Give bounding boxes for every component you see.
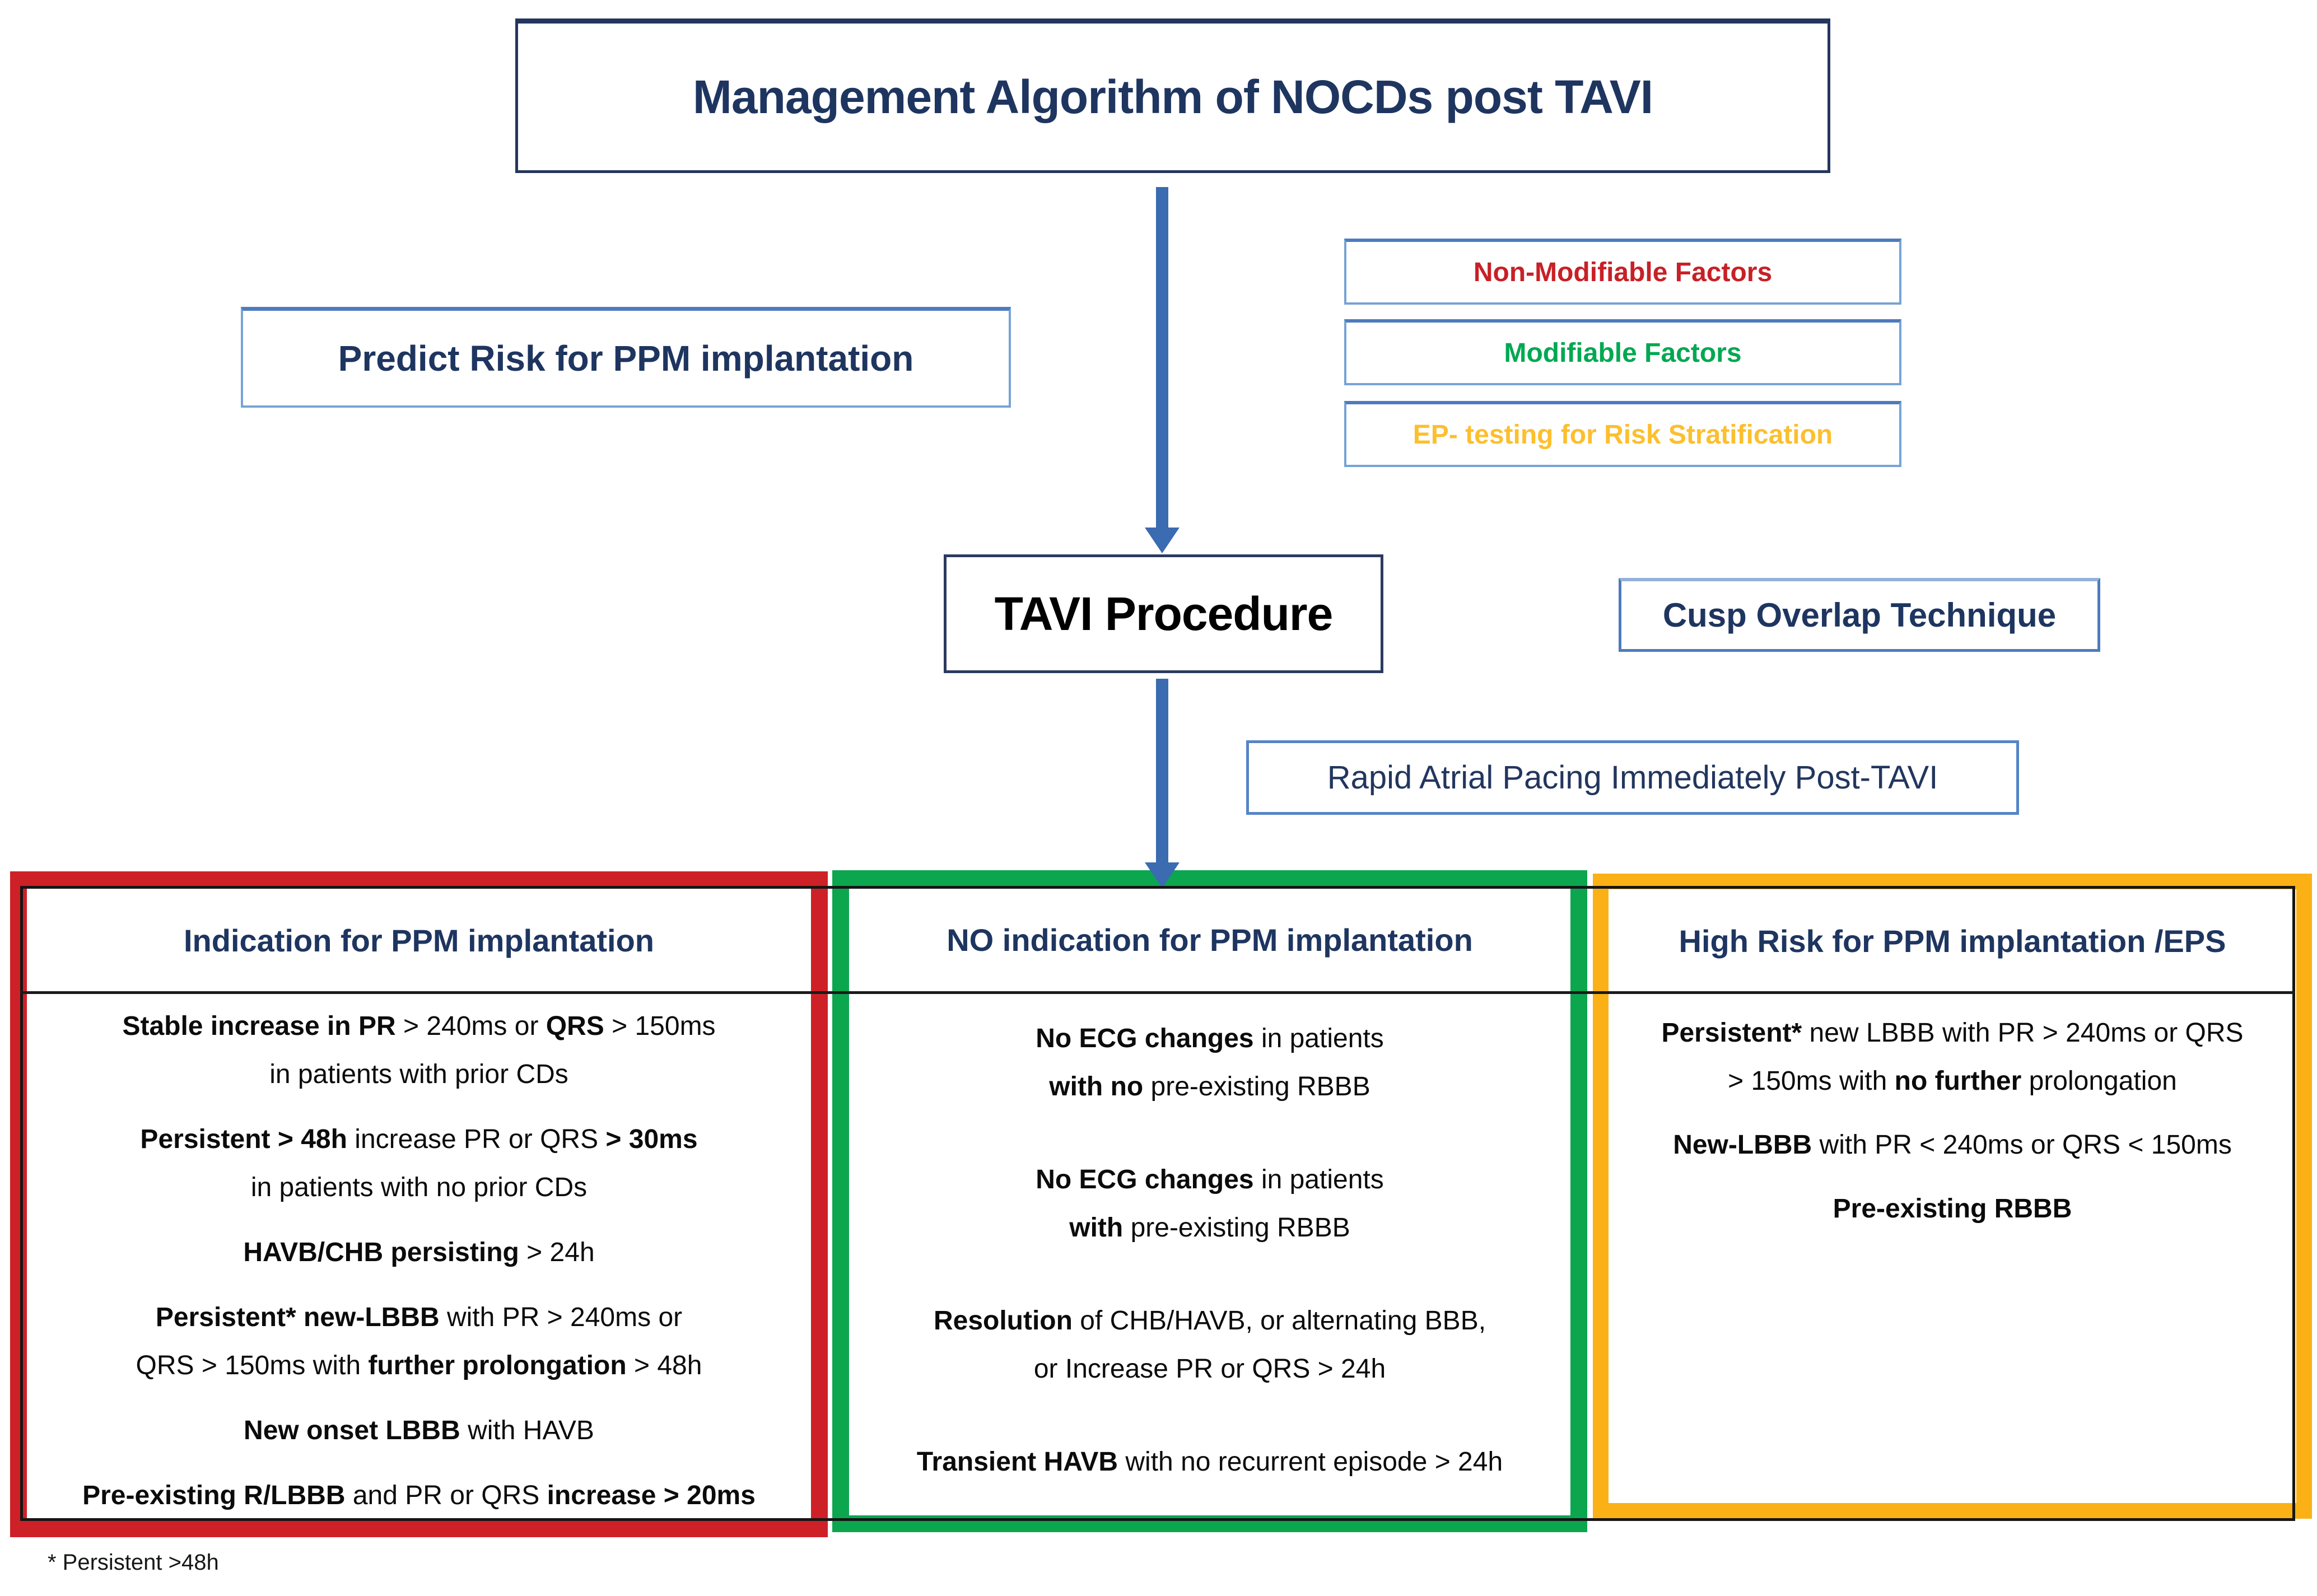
footnote: * Persistent >48h: [48, 1550, 219, 1575]
down-arrow-title-to-tavi: [1156, 187, 1168, 528]
column-header: Indication for PPM implantation: [184, 922, 654, 958]
title-box: Management Algorithm of NOCDs post TAVI: [515, 18, 1830, 173]
criteria-line: in patients with no prior CDs: [250, 1173, 588, 1202]
column-header: NO indication for PPM implantation: [947, 922, 1473, 958]
criteria-line: Resolution of CHB/HAVB, or alternating B…: [933, 1306, 1486, 1336]
column-body: Stable increase in PR > 240ms or QRS > 1…: [27, 992, 811, 1520]
criteria-line: QRS > 150ms with further prolongation > …: [136, 1351, 702, 1380]
rapid-atrial-pacing-label: Rapid Atrial Pacing Immediately Post-TAV…: [1327, 759, 1938, 796]
criteria-item: Persistent* new-LBBB with PR > 240ms or Q…: [27, 1294, 811, 1390]
criteria-item: Stable increase in PR > 240ms or QRS > 1…: [27, 1002, 811, 1099]
criteria-line: > 150ms with no further prolongation: [1728, 1066, 2177, 1096]
column-no-indication-ppm: NO indication for PPM implantation No EC…: [832, 870, 1587, 1532]
column-high-risk-ppm: High Risk for PPM implantation /EPS Pers…: [1593, 874, 2312, 1519]
criteria-item: New onset LBBB with HAVB: [27, 1407, 811, 1455]
ep-testing-label: EP- testing for Risk Stratification: [1412, 419, 1833, 450]
criteria-line: No ECG changes in patients: [1036, 1165, 1384, 1194]
predict-risk-box: Predict Risk for PPM implantation: [241, 307, 1011, 408]
criteria-item: New-LBBB with PR < 240ms or QRS < 150ms: [1609, 1121, 2296, 1169]
criteria-item: No ECG changes in patients with no pre-ex…: [849, 1015, 1570, 1111]
criteria-line: Pre-existing RBBB: [1833, 1194, 2072, 1224]
non-modifiable-factors-box: Non-Modifiable Factors: [1344, 239, 1901, 305]
criteria-line: Persistent* new-LBBB with PR > 240ms or: [155, 1303, 683, 1332]
criteria-item: Persistent > 48h increase PR or QRS > 30…: [27, 1116, 811, 1212]
tavi-procedure-box: TAVI Procedure: [944, 554, 1383, 673]
criteria-line: with pre-existing RBBB: [1069, 1213, 1350, 1243]
criteria-line: Persistent* new LBBB with PR > 240ms or …: [1661, 1018, 2244, 1048]
criteria-line: Persistent > 48h increase PR or QRS > 30…: [140, 1124, 698, 1154]
criteria-item: Transient HAVB with no recurrent episode…: [849, 1438, 1570, 1486]
criteria-line: or Increase PR or QRS > 24h: [1033, 1354, 1386, 1384]
criteria-item: Resolution of CHB/HAVB, or alternating B…: [849, 1297, 1570, 1393]
modifiable-factors-label: Modifiable Factors: [1504, 338, 1742, 368]
cusp-overlap-label: Cusp Overlap Technique: [1662, 596, 2057, 634]
criteria-item: Persistent* new LBBB with PR > 240ms or …: [1609, 1009, 2296, 1105]
down-arrow-tavi-to-outcomes: [1156, 679, 1168, 862]
column-body: Persistent* new LBBB with PR > 240ms or …: [1609, 992, 2296, 1233]
down-arrow-head-icon: [1145, 528, 1180, 553]
criteria-line: Stable increase in PR > 240ms or QRS > 1…: [122, 1011, 716, 1041]
column-header: High Risk for PPM implantation /EPS: [1679, 923, 2226, 959]
criteria-line: Pre-existing R/LBBB and PR or QRS increa…: [82, 1481, 756, 1510]
criteria-line: New onset LBBB with HAVB: [244, 1416, 594, 1445]
criteria-line: No ECG changes in patients: [1036, 1024, 1384, 1053]
criteria-line: HAVB/CHB persisting > 24h: [243, 1238, 595, 1267]
criteria-item: Pre-existing R/LBBB and PR or QRS increa…: [27, 1472, 811, 1520]
column-body: No ECG changes in patients with no pre-ex…: [849, 992, 1570, 1486]
criteria-line: with no pre-existing RBBB: [1049, 1072, 1370, 1102]
column-indication-ppm: Indication for PPM implantation Stable i…: [10, 871, 828, 1537]
criteria-line: Transient HAVB with no recurrent episode…: [916, 1447, 1503, 1477]
predict-risk-label: Predict Risk for PPM implantation: [338, 338, 914, 379]
rapid-atrial-pacing-box: Rapid Atrial Pacing Immediately Post-TAV…: [1246, 740, 2019, 815]
page-title: Management Algorithm of NOCDs post TAVI: [692, 70, 1653, 123]
tavi-procedure-label: TAVI Procedure: [994, 587, 1334, 640]
down-arrow-head-icon: [1145, 862, 1180, 888]
criteria-line: New-LBBB with PR < 240ms or QRS < 150ms: [1673, 1130, 2232, 1160]
criteria-item: HAVB/CHB persisting > 24h: [27, 1229, 811, 1277]
non-modifiable-factors-label: Non-Modifiable Factors: [1473, 257, 1773, 287]
criteria-line: in patients with prior CDs: [269, 1060, 568, 1089]
modifiable-factors-box: Modifiable Factors: [1344, 319, 1901, 385]
cusp-overlap-box: Cusp Overlap Technique: [1619, 578, 2100, 652]
criteria-item: Pre-existing RBBB: [1609, 1185, 2296, 1233]
ep-testing-box: EP- testing for Risk Stratification: [1344, 401, 1901, 467]
criteria-item: No ECG changes in patients with pre-exist…: [849, 1156, 1570, 1252]
